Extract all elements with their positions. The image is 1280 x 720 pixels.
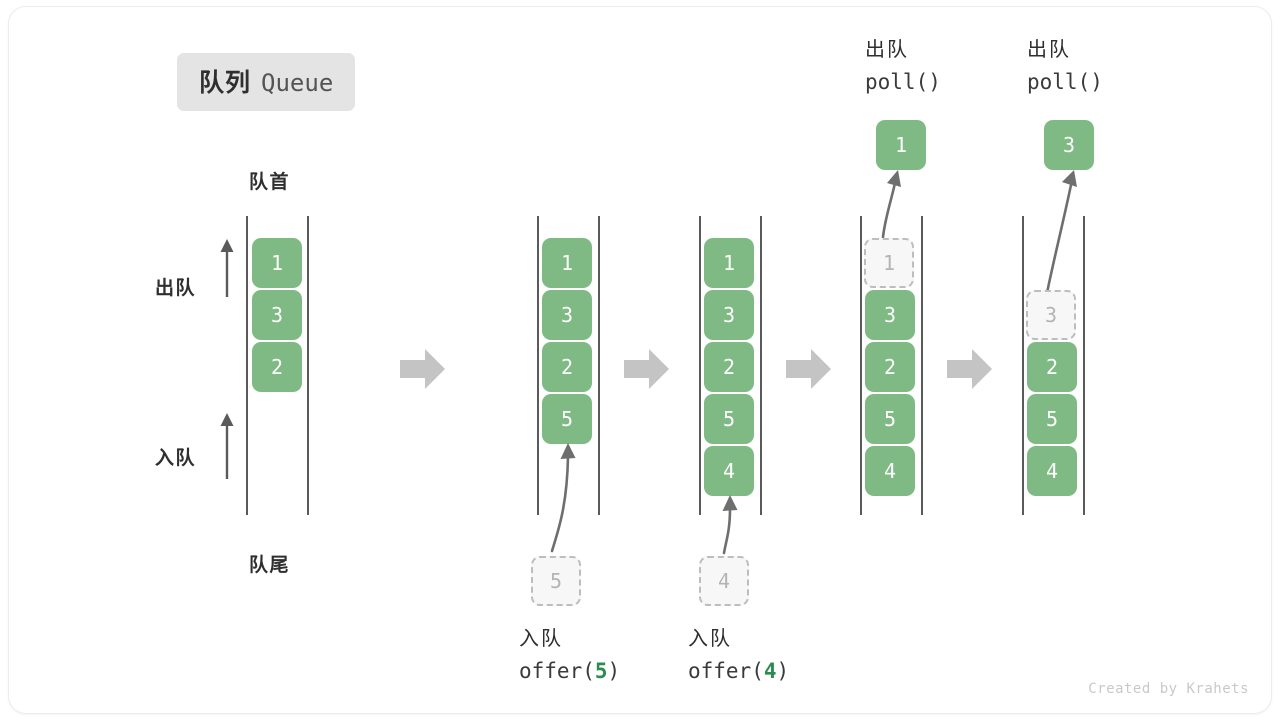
- queue-element: 5: [704, 394, 754, 444]
- operation-cn: 入队: [688, 628, 732, 650]
- queue-element: 5: [865, 394, 915, 444]
- dequeue-operation-label-4: 出队 poll(): [1027, 35, 1103, 99]
- step-arrow-icon: [947, 347, 993, 391]
- popped-element: 3: [1044, 120, 1094, 170]
- dequeue-side-label: 出队: [155, 278, 197, 299]
- dequeue-curve-arrow-icon: [1019, 167, 1109, 295]
- incoming-element-ghost: 4: [699, 556, 749, 606]
- queue-element: 2: [704, 342, 754, 392]
- queue-rail-left-2: [699, 216, 701, 515]
- operation-code: poll(): [865, 70, 941, 94]
- queue-rail-right-4: [1083, 216, 1085, 515]
- enqueue-operation-label-1: 入队 offer(5): [519, 624, 620, 688]
- queue-element: 1: [542, 238, 592, 288]
- operation-cn: 出队: [865, 39, 909, 61]
- popped-element: 1: [876, 120, 926, 170]
- queue-element: 5: [1027, 394, 1077, 444]
- operation-code: offer(4): [688, 659, 790, 683]
- head-label: 队首: [249, 172, 291, 193]
- credit-text: Created by Krahets: [1088, 681, 1249, 697]
- queue-element: 2: [542, 342, 592, 392]
- queue-element: 5: [542, 394, 592, 444]
- step-arrow-icon: [624, 347, 670, 391]
- queue-element: 2: [865, 342, 915, 392]
- queue-element: 2: [252, 342, 302, 392]
- queue-element: 3: [252, 290, 302, 340]
- removed-element-ghost: 3: [1026, 290, 1076, 340]
- operation-cn: 入队: [519, 628, 563, 650]
- queue-rail-left-1: [537, 216, 539, 515]
- dequeue-curve-arrow-icon: [854, 167, 934, 239]
- enqueue-arrow-icon: [215, 411, 239, 481]
- enqueue-side-label: 入队: [155, 448, 197, 469]
- queue-element: 3: [704, 290, 754, 340]
- dequeue-arrow-icon: [215, 237, 239, 299]
- title-cn: 队列: [199, 69, 252, 97]
- title-badge: 队列 Queue: [177, 53, 356, 111]
- enqueue-operation-label-2: 入队 offer(4): [688, 624, 789, 688]
- operation-code: poll(): [1027, 70, 1103, 94]
- operation-cn: 出队: [1027, 39, 1071, 61]
- enqueue-curve-arrow-icon: [529, 439, 609, 554]
- tail-label: 队尾: [249, 555, 291, 576]
- step-arrow-icon: [786, 347, 832, 391]
- incoming-element-ghost: 5: [531, 556, 581, 606]
- queue-element: 4: [704, 446, 754, 496]
- enqueue-curve-arrow-icon: [697, 491, 777, 556]
- queue-rail-left-3: [860, 216, 862, 515]
- step-arrow-icon: [400, 347, 446, 391]
- queue-rail-right-2: [760, 216, 762, 515]
- queue-element: 1: [704, 238, 754, 288]
- queue-rail-right-1: [598, 216, 600, 515]
- queue-rail-right-3: [921, 216, 923, 515]
- queue-element: 3: [865, 290, 915, 340]
- queue-element: 4: [865, 446, 915, 496]
- queue-element: 4: [1027, 446, 1077, 496]
- queue-rail-left-0: [246, 216, 248, 515]
- dequeue-operation-label-3: 出队 poll(): [865, 35, 941, 99]
- diagram-card: 队列 Queue 队首 队尾 出队 入队 1 3 2 1 3 2 5: [8, 6, 1272, 714]
- queue-element: 1: [252, 238, 302, 288]
- queue-element: 2: [1027, 342, 1077, 392]
- title-en: Queue: [261, 69, 334, 97]
- removed-element-ghost: 1: [864, 238, 914, 288]
- queue-rail-right-0: [307, 216, 309, 515]
- operation-code: offer(5): [519, 659, 621, 683]
- queue-rail-left-4: [1022, 216, 1024, 515]
- queue-element: 3: [542, 290, 592, 340]
